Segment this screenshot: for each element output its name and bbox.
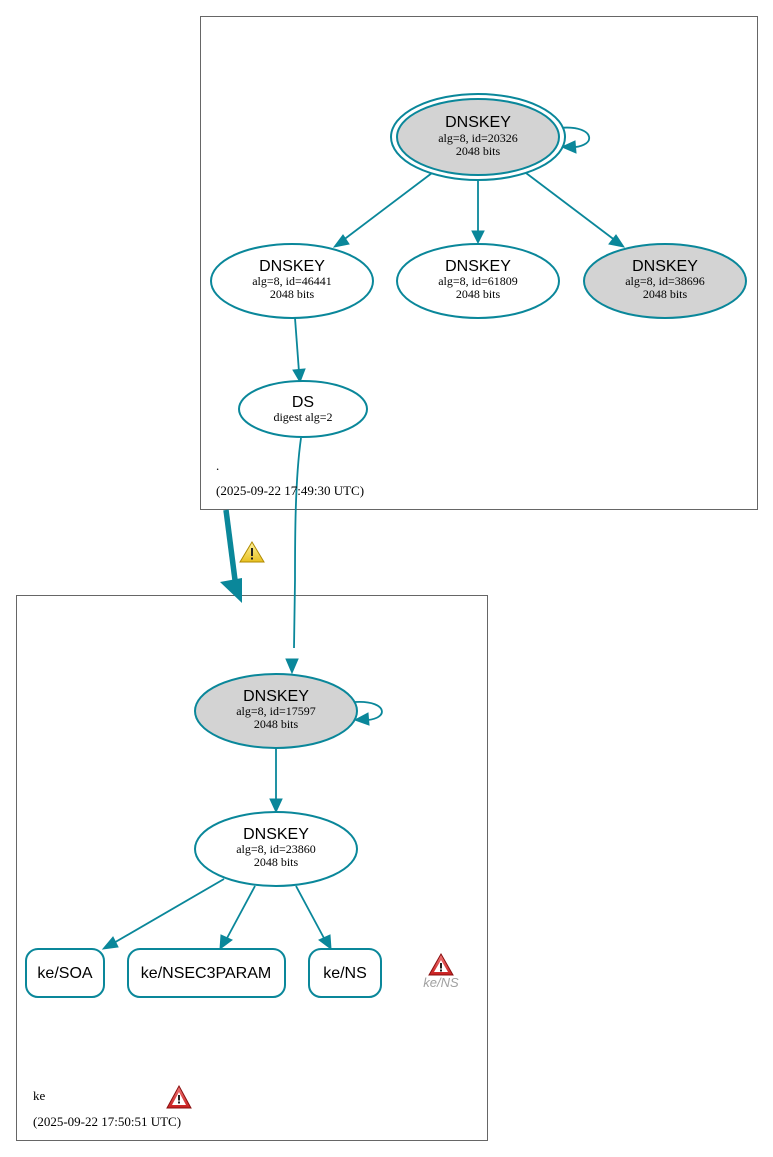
edge-ds-to-ke-ksk <box>285 437 302 675</box>
zone-root-timestamp: (2025-09-22 17:49:30 UTC) <box>216 483 364 498</box>
node-zsk2-bits: 2048 bits <box>456 287 501 301</box>
node-zsk3-alg: alg=8, id=38696 <box>625 274 705 288</box>
rrset-ns-label: ke/NS <box>323 965 367 982</box>
zone-root-name: . <box>216 458 219 473</box>
zone-ke-error-icon[interactable] <box>166 1084 192 1109</box>
node-root-zsk-38696[interactable]: DNSKEY alg=8, id=38696 2048 bits <box>583 243 747 319</box>
rrset-ns-error-label: ke/NS <box>423 975 459 990</box>
edge-zsk1-to-ds <box>292 317 306 384</box>
rrset-ke-soa[interactable]: ke/SOA <box>25 948 105 998</box>
rrset-nsec3param-label: ke/NSEC3PARAM <box>141 965 271 982</box>
zone-ke-name: ke <box>33 1088 46 1103</box>
node-zsk2-alg: alg=8, id=61809 <box>438 274 518 288</box>
edge-ke-ksk-to-zsk <box>269 748 283 814</box>
node-root-ksk-alg: alg=8, id=20326 <box>438 131 518 145</box>
node-zsk1-alg: alg=8, id=46441 <box>252 274 332 288</box>
error-red-triangle-icon <box>428 952 454 976</box>
node-ke-ksk-title: DNSKEY <box>243 688 309 705</box>
edge-zsk-to-ns <box>295 885 332 951</box>
node-root-ksk[interactable]: DNSKEY alg=8, id=20326 2048 bits <box>390 93 566 181</box>
edge-ksk-to-zsk1 <box>332 172 433 248</box>
rrset-ns-error[interactable]: ke/NS <box>423 952 459 990</box>
edge-ke-ksk-self <box>353 701 383 726</box>
node-zsk1-title: DNSKEY <box>259 258 325 275</box>
edge-ksk-to-zsk2 <box>471 180 485 245</box>
node-root-zsk-46441[interactable]: DNSKEY alg=8, id=46441 2048 bits <box>210 243 374 319</box>
node-ke-zsk-title: DNSKEY <box>243 826 309 843</box>
node-root-ksk-bits: 2048 bits <box>456 144 501 158</box>
edge-ksk-self <box>558 126 591 154</box>
edge-zsk-to-nsec3param <box>219 885 256 951</box>
node-ke-zsk-bits: 2048 bits <box>254 855 299 869</box>
node-ds-title: DS <box>292 394 314 411</box>
zone-ke-timestamp: (2025-09-22 17:50:51 UTC) <box>33 1114 181 1129</box>
rrset-soa-label: ke/SOA <box>37 965 92 982</box>
node-root-ksk-title: DNSKEY <box>445 114 511 131</box>
node-ke-ksk-alg: alg=8, id=17597 <box>236 704 316 718</box>
node-zsk2-title: DNSKEY <box>445 258 511 275</box>
node-root-zsk-61809[interactable]: DNSKEY alg=8, id=61809 2048 bits <box>396 243 560 319</box>
delegation-edge <box>220 509 242 603</box>
node-ke-ksk[interactable]: DNSKEY alg=8, id=17597 2048 bits <box>194 673 358 749</box>
node-zsk3-title: DNSKEY <box>632 258 698 275</box>
rrset-ke-nsec3param[interactable]: ke/NSEC3PARAM <box>127 948 286 998</box>
rrset-ke-ns[interactable]: ke/NS <box>308 948 382 998</box>
delegation-warning-icon <box>239 541 265 563</box>
edge-zsk-to-soa <box>101 878 225 950</box>
node-ds-digest: digest alg=2 <box>273 410 332 424</box>
node-root-ds[interactable]: DS digest alg=2 <box>238 380 368 438</box>
node-ke-ksk-bits: 2048 bits <box>254 717 299 731</box>
node-zsk3-bits: 2048 bits <box>643 287 688 301</box>
node-ke-zsk-alg: alg=8, id=23860 <box>236 842 316 856</box>
node-ke-zsk[interactable]: DNSKEY alg=8, id=23860 2048 bits <box>194 811 358 887</box>
edge-ksk-to-zsk3 <box>525 172 626 248</box>
node-zsk1-bits: 2048 bits <box>270 287 315 301</box>
